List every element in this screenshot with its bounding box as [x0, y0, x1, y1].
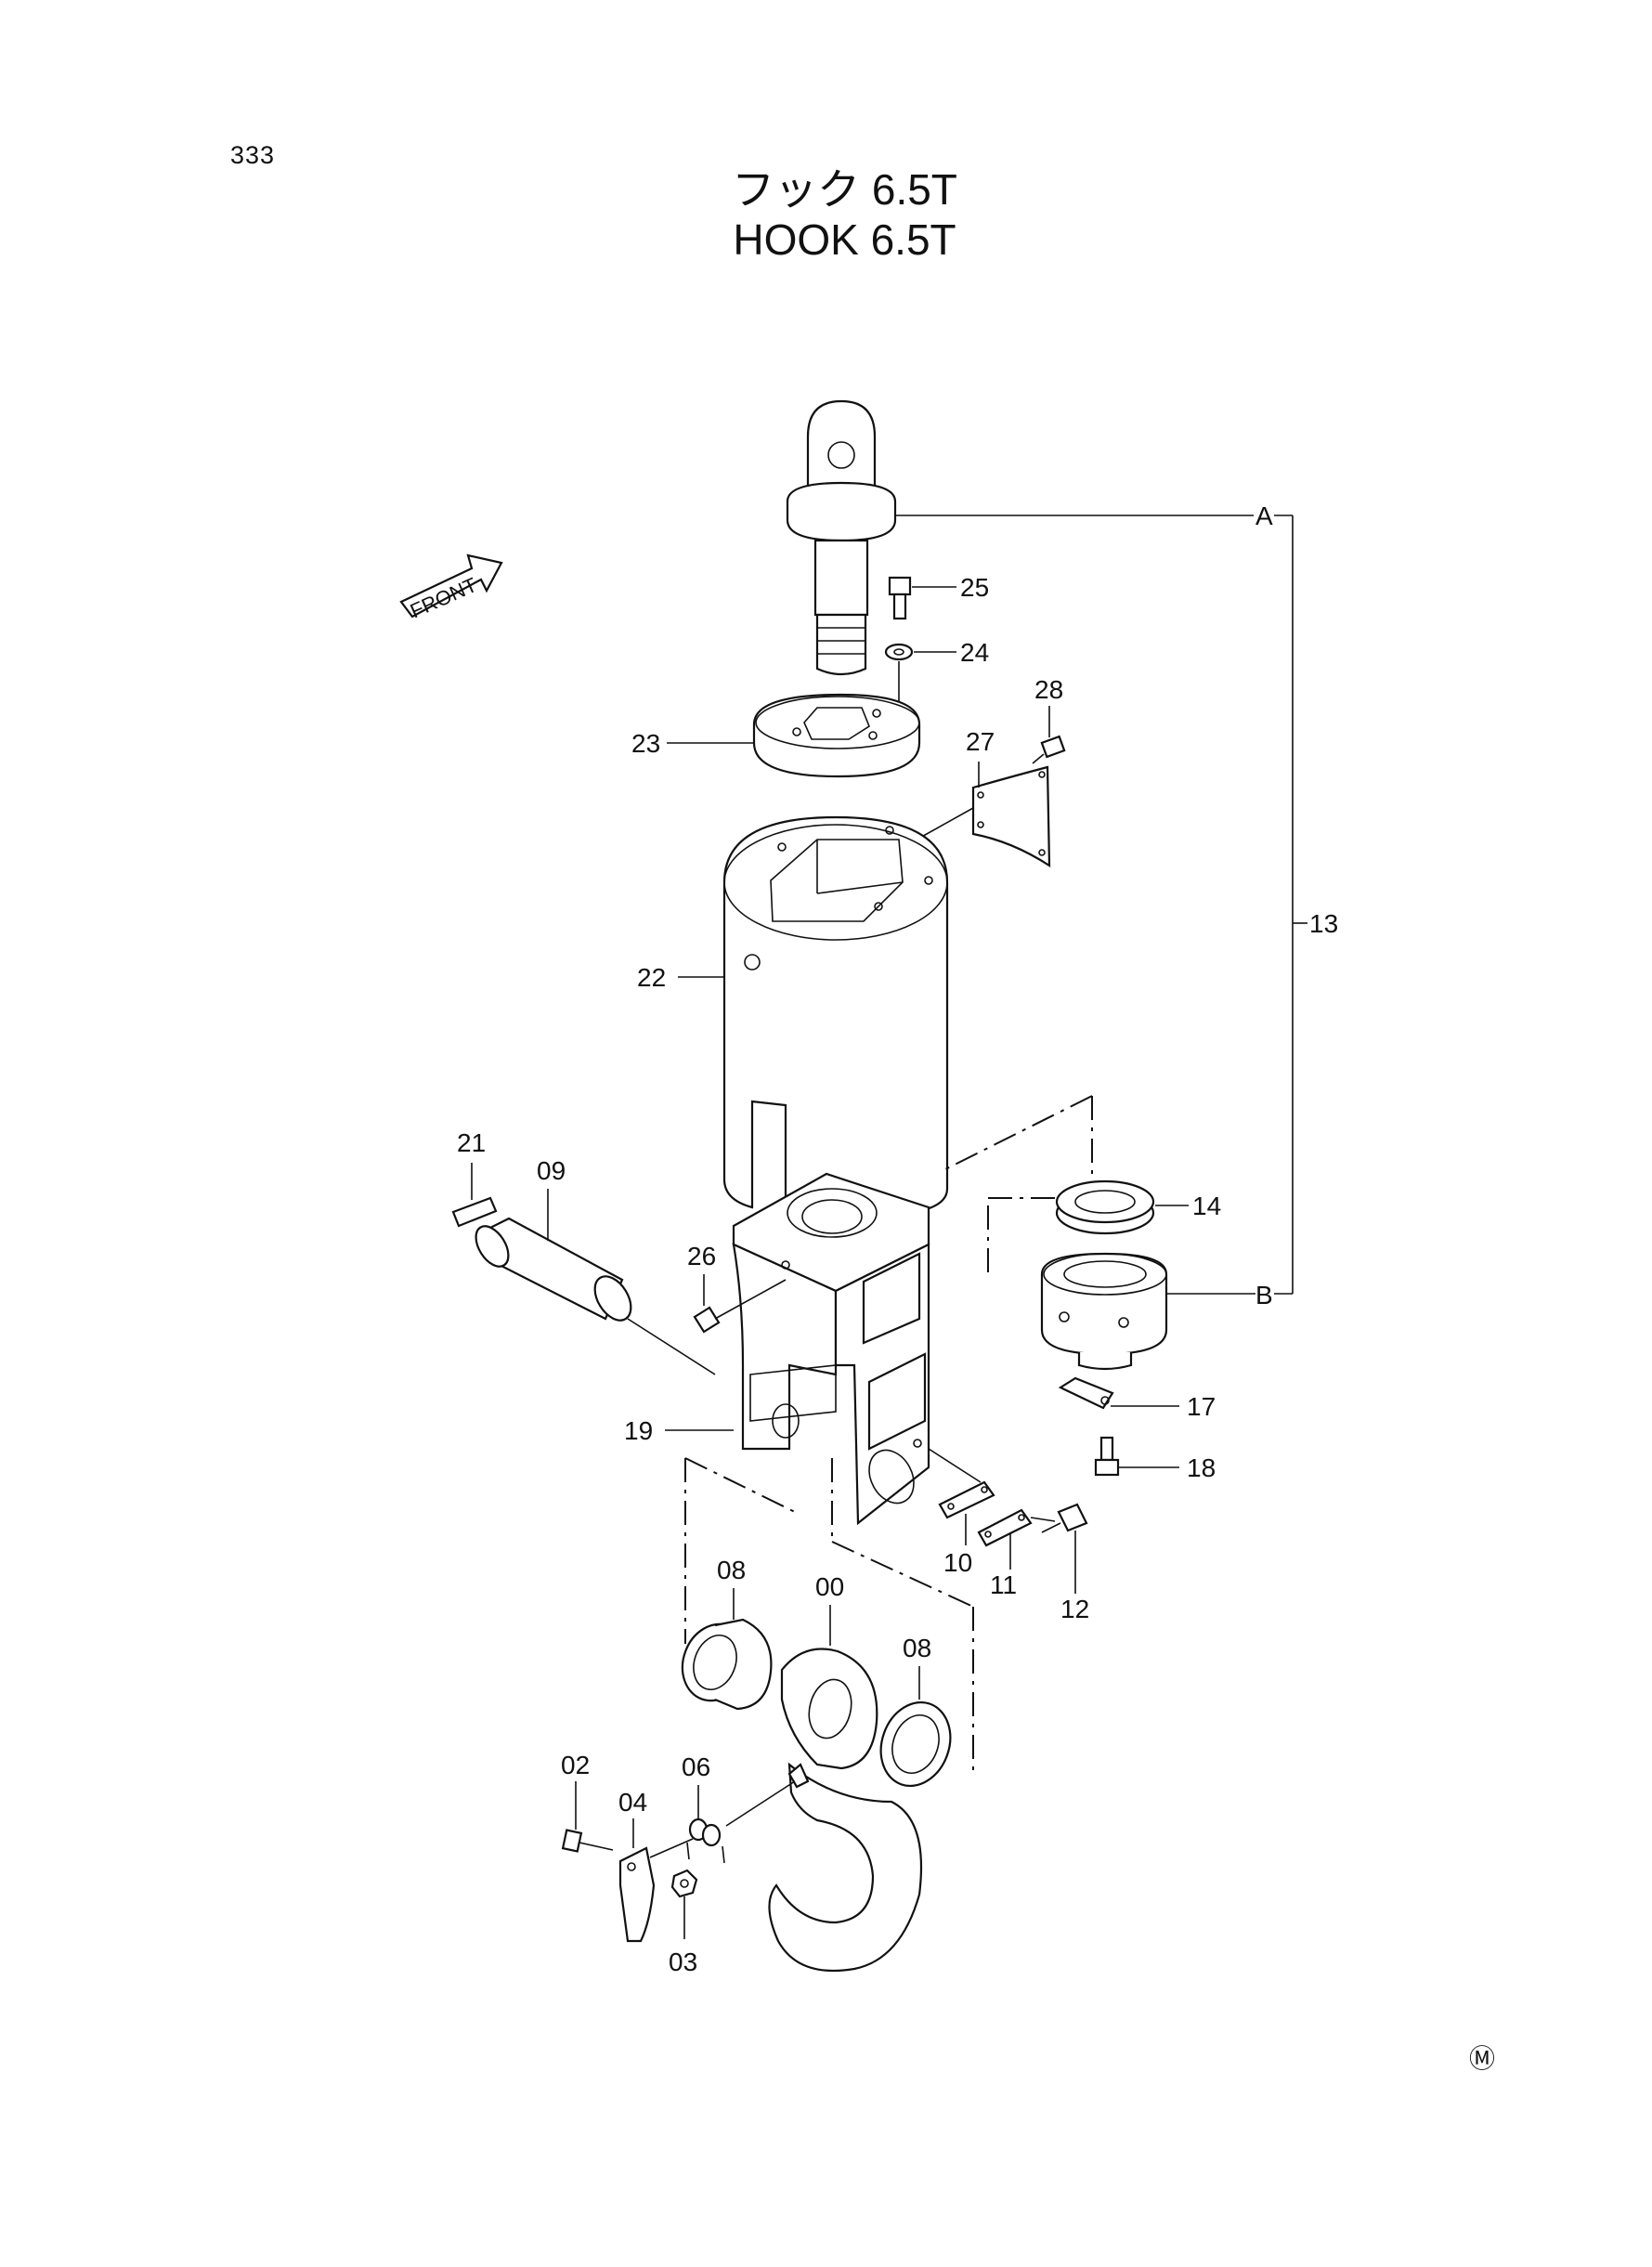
- callout-08-left: 08: [717, 1556, 746, 1584]
- callout-23: 23: [631, 729, 660, 758]
- callout-08-right: 08: [903, 1634, 931, 1662]
- callout-00: 00: [815, 1572, 844, 1601]
- bushing-08-right: 08: [879, 1634, 952, 1788]
- callout-12: 12: [1060, 1595, 1089, 1623]
- title-japanese: フック 6.5T: [732, 165, 957, 214]
- ref-b-label: B: [1255, 1281, 1273, 1309]
- assembly-bracket: A B 13: [882, 502, 1338, 1309]
- callout-02: 02: [561, 1751, 590, 1779]
- callout-26: 26: [687, 1242, 716, 1270]
- mark-symbol: Ⓜ: [1469, 2044, 1495, 2073]
- callout-06: 06: [682, 1752, 710, 1781]
- callout-22: 22: [637, 963, 666, 992]
- callout-10: 10: [943, 1548, 972, 1577]
- callout-03: 03: [669, 1948, 697, 1976]
- front-arrow-icon: FRONT: [399, 554, 503, 623]
- hook-nut: [1040, 1252, 1168, 1371]
- callout-09: 09: [537, 1156, 566, 1185]
- swivel-eye-bolt: [786, 399, 897, 676]
- group-13-label: 13: [1309, 909, 1338, 938]
- callout-17: 17: [1187, 1392, 1216, 1421]
- bolt-12: 12: [1041, 1503, 1089, 1623]
- lock-plate-17: 17: [1058, 1376, 1216, 1421]
- callout-18: 18: [1187, 1453, 1216, 1482]
- bolt-18: 18: [1094, 1436, 1216, 1482]
- front-label: FRONT: [407, 573, 480, 623]
- hook-cover-22: 22: [637, 815, 949, 1224]
- ref-a-label: A: [1255, 502, 1273, 530]
- frame-19: 19: [624, 1172, 930, 1526]
- title-english: HOOK 6.5T: [733, 215, 956, 264]
- bolt-25: 25: [888, 573, 989, 620]
- callout-27: 27: [966, 727, 995, 756]
- plate-10: 10: [928, 1448, 995, 1577]
- retainer-plate-23: 23: [631, 693, 921, 778]
- callout-25: 25: [960, 573, 989, 602]
- key-21: 21: [451, 1128, 498, 1228]
- plate-11: 11: [977, 1508, 1056, 1599]
- assembly-dash-lines: [684, 1457, 974, 1770]
- callout-04: 04: [618, 1788, 647, 1817]
- callout-14: 14: [1192, 1192, 1221, 1220]
- nut-03: 03: [669, 1869, 698, 1976]
- callout-21: 21: [457, 1128, 486, 1157]
- bushing-08-left: 08: [681, 1556, 773, 1711]
- page-number: 333: [230, 141, 276, 169]
- spring-06: 06: [682, 1752, 725, 1864]
- grease-fitting-26: 26: [687, 1242, 787, 1334]
- pin-09: 09: [475, 1156, 716, 1375]
- callout-28: 28: [1034, 675, 1063, 704]
- latch-04: 04: [618, 1788, 694, 1943]
- callout-24: 24: [960, 638, 989, 667]
- bolt-02: 02: [561, 1751, 614, 1853]
- callout-11: 11: [990, 1570, 1017, 1599]
- hook-00: 00: [725, 1572, 923, 1973]
- thrust-bearing-14: 14: [939, 1095, 1221, 1272]
- screw-28: 28: [1032, 675, 1066, 764]
- callout-19: 19: [624, 1416, 653, 1445]
- model-mark: Ⓜ: [1469, 2044, 1495, 2073]
